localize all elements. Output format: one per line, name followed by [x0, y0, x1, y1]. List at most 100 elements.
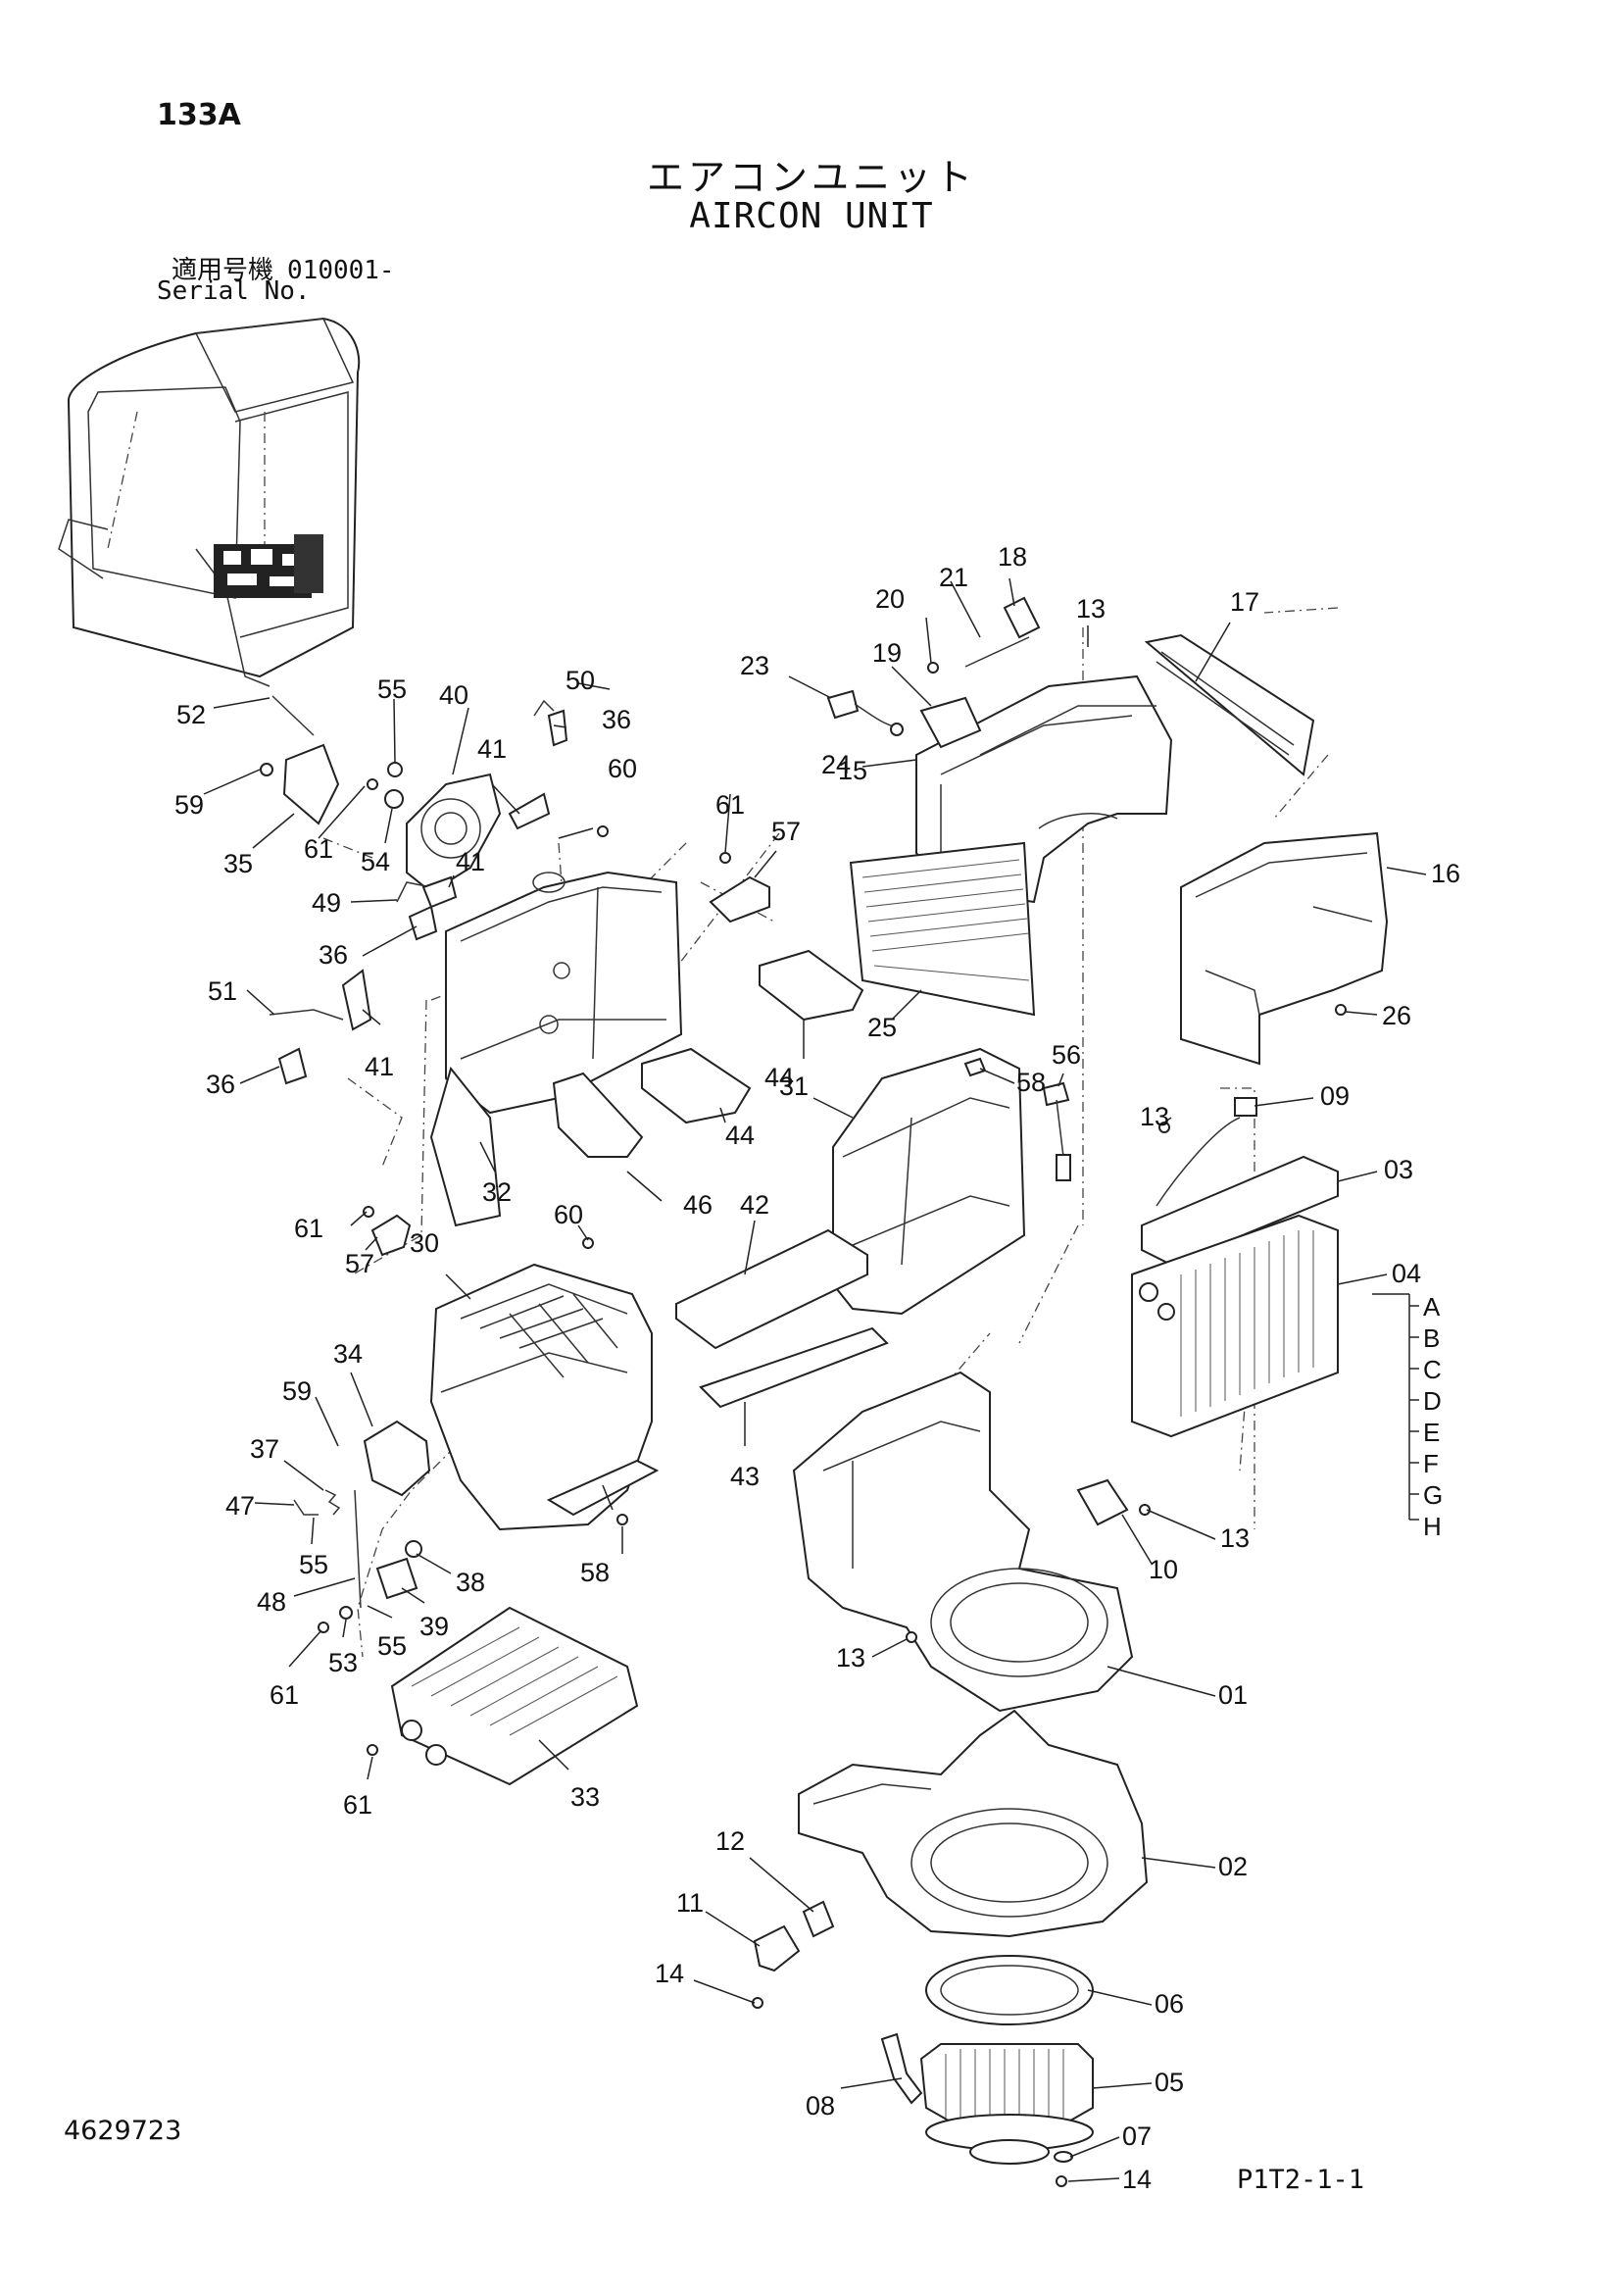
serial-label-jp-text: 適用号機 — [172, 256, 274, 285]
part-60-screw-lower — [582, 1237, 594, 1249]
leader-lines — [203, 577, 1427, 2182]
part-09-wire-harness — [1156, 1097, 1257, 1207]
title-japanese: エアコンユニット — [646, 156, 976, 199]
part-36-arm-lower — [277, 1047, 308, 1085]
callout-10: 10 — [1149, 1555, 1178, 1584]
callout-53: 53 — [328, 1648, 358, 1677]
variant-e: E — [1423, 1418, 1440, 1447]
callout-44-lower: 44 — [725, 1121, 755, 1150]
part-10-bracket — [1076, 1478, 1129, 1526]
part-61-screw-middle — [363, 1206, 374, 1218]
callout-61-lower-left: 61 — [270, 1680, 299, 1710]
callout-55-lower: 55 — [377, 1631, 407, 1661]
part-54-washer — [384, 789, 404, 809]
callout-31: 31 — [779, 1072, 809, 1101]
callout-15: 15 — [838, 756, 867, 785]
callout-labels: 18 21 17 20 13 23 19 15 24 16 26 25 50 3… — [174, 542, 1460, 2194]
part-61-screw-heater — [367, 1744, 378, 1756]
callout-36-middle: 36 — [319, 940, 348, 970]
variant-letters: A B C D E F G H — [1423, 1292, 1443, 1541]
part-53-washer — [339, 1606, 353, 1620]
part-24-clip — [890, 723, 904, 736]
part-32-left-case — [429, 871, 683, 1227]
serial-label-english: Serial No. — [157, 276, 311, 306]
variant-a: A — [1423, 1292, 1441, 1322]
callout-34: 34 — [333, 1339, 363, 1369]
variant-g: G — [1423, 1480, 1443, 1510]
callout-60-lower: 60 — [554, 1200, 583, 1229]
callout-61-middle: 61 — [294, 1214, 323, 1243]
variant-bracket-04 — [1372, 1293, 1419, 1521]
callout-49: 49 — [312, 888, 341, 918]
callout-50: 50 — [566, 666, 595, 695]
callout-42: 42 — [740, 1190, 769, 1220]
callout-04: 04 — [1392, 1259, 1421, 1288]
callout-19: 19 — [872, 638, 902, 668]
part-61-screw-lower-left — [318, 1622, 329, 1633]
callout-59-top: 59 — [174, 790, 204, 820]
callout-13-top: 13 — [1076, 594, 1106, 624]
part-30-lower-left-case — [429, 1263, 660, 1531]
callout-58-upper: 58 — [1016, 1068, 1046, 1097]
callout-35: 35 — [223, 849, 253, 878]
part-57-bracket-lower — [370, 1214, 412, 1257]
callout-56: 56 — [1052, 1040, 1081, 1070]
callout-37: 37 — [250, 1434, 279, 1464]
callout-57-lower: 57 — [345, 1249, 374, 1278]
callout-41-top: 41 — [477, 734, 507, 764]
part-37-spring — [324, 1489, 341, 1516]
part-38-gear — [405, 1540, 422, 1558]
callout-61-heater: 61 — [343, 1790, 372, 1820]
document-number: 4629723 — [64, 2116, 182, 2146]
part-18-sensor — [1003, 596, 1041, 639]
part-58-clip-lower — [616, 1514, 628, 1525]
part-25-air-filter — [849, 841, 1036, 1017]
part-13-screw-right — [1139, 1504, 1151, 1516]
callout-38: 38 — [456, 1568, 485, 1597]
callout-21: 21 — [939, 563, 968, 592]
callout-46: 46 — [683, 1190, 713, 1220]
callout-01: 01 — [1218, 1680, 1248, 1710]
part-01-lower-case — [792, 1371, 1134, 1713]
part-57-bracket-upper — [709, 875, 770, 923]
callout-26: 26 — [1382, 1001, 1411, 1030]
callout-16: 16 — [1431, 859, 1460, 888]
callout-12: 12 — [715, 1826, 745, 1856]
part-59-screw-top — [260, 763, 273, 776]
title-english: AIRCON UNIT — [689, 196, 934, 236]
callout-07: 07 — [1122, 2121, 1152, 2151]
cab-aircon-unit-highlight — [214, 534, 323, 598]
part-03-harness-bracket — [1141, 1155, 1339, 1267]
part-43-damper — [699, 1326, 889, 1409]
callout-24: 24 — [821, 750, 851, 779]
part-49-rod — [396, 881, 432, 903]
callout-48: 48 — [257, 1587, 286, 1617]
callout-33: 33 — [570, 1782, 600, 1812]
part-50-rod — [533, 699, 555, 717]
callout-61-upper-right: 61 — [715, 790, 745, 820]
callout-14-upper: 14 — [655, 1959, 684, 1988]
part-56-sensor — [1042, 1081, 1071, 1181]
part-08-drain-hose — [880, 2032, 923, 2105]
callout-32: 32 — [482, 1177, 512, 1207]
callout-25: 25 — [867, 1013, 897, 1042]
callout-36-lower: 36 — [206, 1070, 235, 1099]
callout-36-top: 36 — [602, 705, 631, 734]
page-id: 133A — [157, 98, 241, 132]
part-33-heater-core — [390, 1606, 639, 1786]
callout-41-lower: 41 — [365, 1052, 394, 1081]
part-20-screw — [927, 662, 939, 674]
part-02-blower-case — [798, 1709, 1149, 1938]
part-36-arm-middle — [408, 905, 438, 941]
part-05-blower-motor — [919, 2043, 1094, 2165]
part-61-screw-top — [367, 778, 378, 790]
callout-47: 47 — [225, 1491, 255, 1521]
callout-60-top: 60 — [608, 754, 637, 783]
part-04-evaporator — [1131, 1214, 1339, 1438]
callout-13-right: 13 — [1220, 1523, 1250, 1553]
callout-59-lower: 59 — [282, 1376, 312, 1406]
callout-18: 18 — [998, 542, 1027, 572]
part-52-rod — [271, 695, 315, 736]
callout-20: 20 — [875, 584, 905, 614]
part-11-resistor — [753, 1924, 801, 1972]
